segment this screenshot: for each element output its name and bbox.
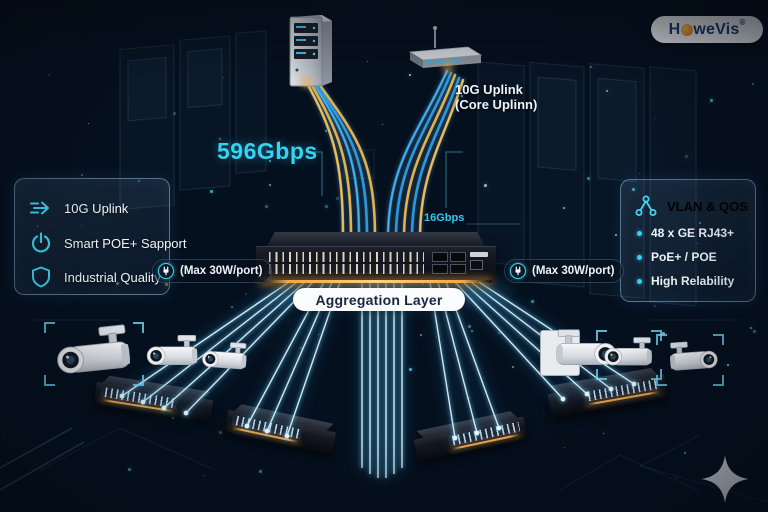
max-power-pill-right: (Max 30W/port): [504, 259, 625, 283]
sun-dot-icon: [680, 23, 693, 36]
speed-arrows-icon: [30, 201, 49, 215]
max-power-label: (Max 30W/port): [180, 265, 263, 277]
bullet-dot: [637, 278, 642, 284]
shield-icon: [32, 266, 50, 288]
core-uplink-line1: 10G Uplink: [455, 82, 523, 97]
spec-label: 48 x GE RJ43+: [651, 226, 735, 240]
port-glow-strip: [260, 280, 492, 283]
spec-label: PoE+ / POE: [651, 250, 717, 264]
sparkle-icon: [700, 454, 750, 504]
feature-label: 10G Uplink: [64, 200, 129, 216]
sfp-ports: [432, 252, 466, 274]
console-port: [470, 260, 483, 270]
ip-camera-3: [197, 339, 255, 379]
vlan-qos-title: VLAN & QOS: [634, 194, 748, 218]
feature-panel-right: VLAN & QOS 48 x GE RJ43+ PoE+ / POE High…: [620, 179, 756, 302]
spec-poe: PoE+ / POE: [637, 250, 717, 264]
camera-viewfinder-bracket: [656, 334, 724, 386]
aggregation-layer-pill: Aggregation Layer: [293, 288, 465, 311]
network-nodes-icon: [635, 195, 657, 216]
aggregation-layer-label: Aggregation Layer: [315, 291, 443, 308]
spec-label: High Relability: [651, 274, 735, 288]
panel-title: VLAN & QOS: [667, 198, 748, 214]
uplink-router: [408, 26, 483, 74]
feature-industrial-quality: Industrial Quality: [29, 265, 161, 289]
logo-text-suffix: weVis: [693, 20, 740, 38]
aggregation-switch-48port: [256, 232, 496, 284]
max-power-pill-left: (Max 30W/port): [152, 259, 273, 283]
bandwidth-label: 596Gbps: [217, 138, 318, 164]
rj45-port-row-bottom: [264, 264, 424, 274]
feature-panel-left: 10G Uplink Smart POE+ Sapport Industrial…: [14, 178, 186, 295]
spec-ports: 48 x GE RJ43+: [637, 226, 734, 240]
feature-smart-poe: Smart POE+ Sapport: [29, 231, 186, 255]
logo-text-prefix: H: [668, 20, 681, 38]
plug-icon: [510, 263, 526, 279]
core-server-tower: [289, 15, 332, 88]
feature-10g-uplink: 10G Uplink: [29, 197, 128, 219]
bullet-dot: [637, 230, 642, 236]
plug-icon: [158, 263, 174, 279]
switch-faceplate-label: [470, 252, 488, 257]
core-uplink-label: 10G Uplink (Core Uplinn): [455, 82, 537, 112]
power-icon: [31, 232, 51, 253]
camera-viewfinder-bracket: [596, 330, 662, 380]
max-power-label: (Max 30W/port): [532, 265, 615, 277]
feature-label: Smart POE+ Sapport: [64, 235, 187, 251]
registered-mark: ®: [739, 18, 746, 27]
camera-viewfinder-bracket: [44, 322, 144, 386]
bullet-dot: [637, 254, 642, 260]
spec-reliability: High Relability: [637, 274, 734, 288]
brand-logo: H weVis ®: [651, 16, 763, 43]
link-speed-label: 16Gbps: [424, 212, 465, 224]
feature-label: Industrial Quality: [64, 269, 161, 285]
rj45-port-row-top: [264, 252, 424, 262]
core-uplink-line2: (Core Uplinn): [455, 97, 538, 112]
